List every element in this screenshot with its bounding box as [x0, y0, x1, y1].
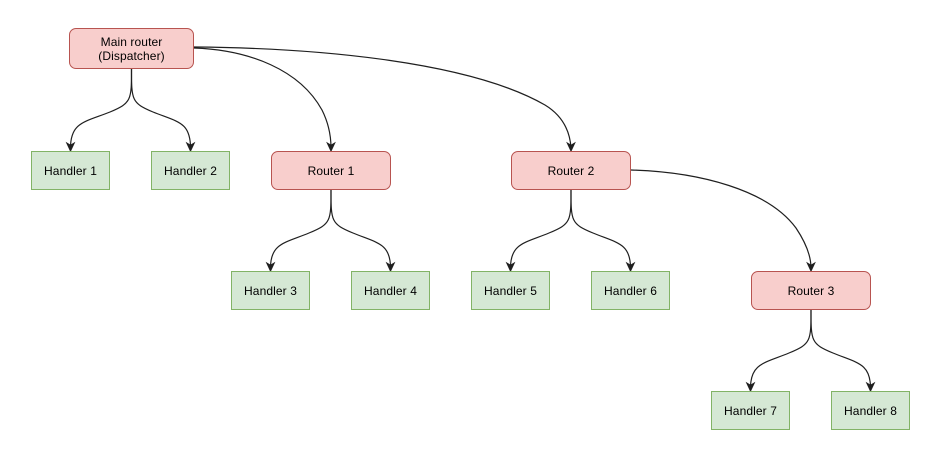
edge-router2-to-handler-6 — [570, 189, 632, 269]
node-router-2[interactable]: Router 2 — [511, 151, 631, 190]
node-handler-4[interactable]: Handler 4 — [351, 271, 430, 310]
edge-router2-to-router-3 — [630, 169, 812, 269]
node-handler-2[interactable]: Handler 2 — [151, 151, 230, 190]
edge-main-to-router-2 — [193, 46, 572, 149]
node-router-3[interactable]: Router 3 — [751, 271, 871, 310]
edge-router1-to-handler-3 — [269, 189, 332, 269]
node-handler-3[interactable]: Handler 3 — [231, 271, 310, 310]
edge-router1-to-handler-4 — [330, 189, 392, 269]
node-main-router[interactable]: Main router (Dispatcher) — [69, 28, 194, 69]
node-handler-7[interactable]: Handler 7 — [711, 391, 790, 430]
node-handler-6[interactable]: Handler 6 — [591, 271, 670, 310]
node-router-1[interactable]: Router 1 — [271, 151, 391, 190]
edge-router2-to-handler-5 — [509, 189, 572, 269]
edge-main-to-handler-1 — [69, 68, 133, 149]
node-handler-1[interactable]: Handler 1 — [31, 151, 110, 190]
node-handler-8[interactable]: Handler 8 — [831, 391, 910, 430]
edge-router3-to-handler-7 — [749, 309, 812, 389]
edge-main-to-router-1 — [193, 47, 332, 149]
node-handler-5[interactable]: Handler 5 — [471, 271, 550, 310]
edge-router3-to-handler-8 — [810, 309, 872, 389]
edge-main-to-handler-2 — [130, 68, 192, 149]
